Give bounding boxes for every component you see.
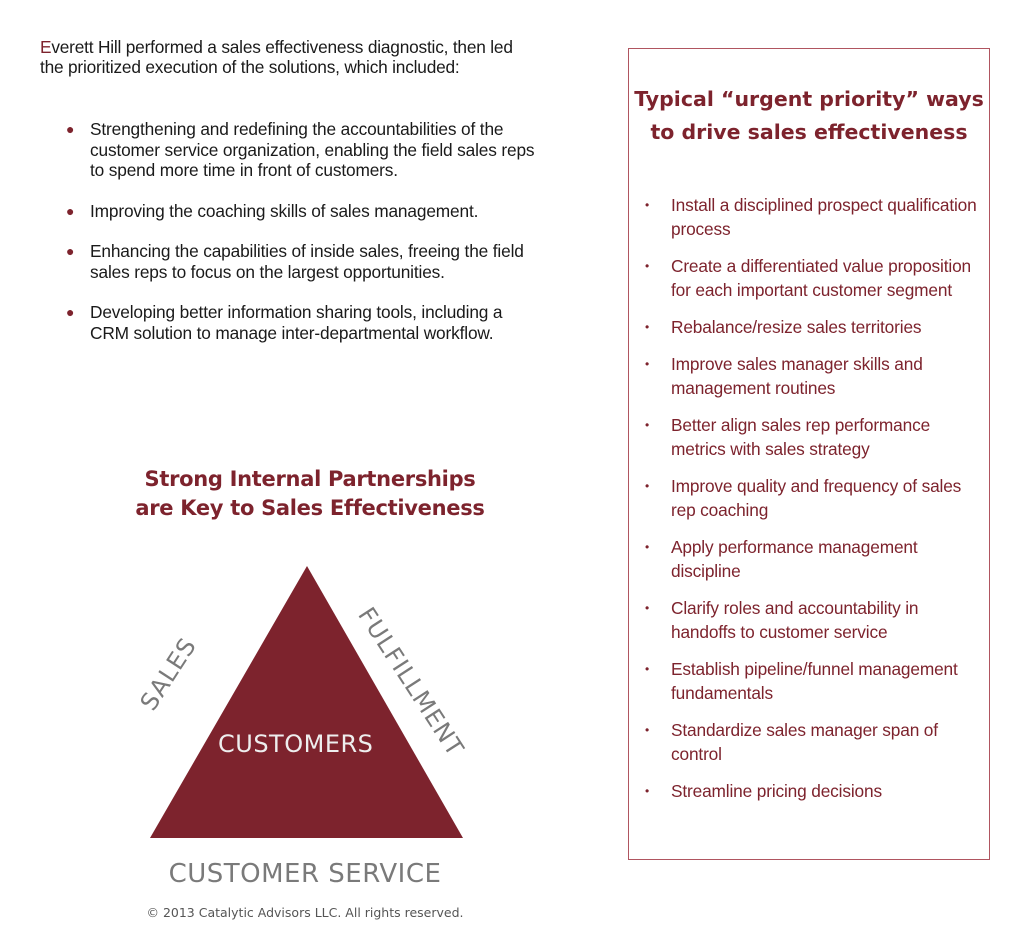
priority-text: Install a disciplined prospect qualifica… — [671, 195, 977, 239]
priority-item: • Improve quality and frequency of sales … — [645, 474, 985, 522]
priority-item: • Create a differentiated value propositi… — [645, 254, 985, 302]
priority-item: • Improve sales manager skills and manage… — [645, 352, 985, 400]
bullet-icon: • — [645, 540, 650, 554]
solution-item: ● Enhancing the capabilities of inside sa… — [66, 241, 536, 282]
priority-item: • Rebalance/resize sales territories — [645, 315, 985, 339]
bullet-icon: • — [645, 259, 650, 273]
solution-text: Improving the coaching skills of sales m… — [90, 200, 479, 221]
priority-text: Create a differentiated value propositio… — [671, 256, 971, 300]
priority-box: Typical “urgent priority” ways to drive … — [628, 48, 990, 860]
priority-list: • Install a disciplined prospect qualific… — [645, 193, 985, 803]
priority-box-title: Typical “urgent priority” ways to drive … — [634, 87, 984, 144]
customer-service-label: CUSTOMER SERVICE — [168, 859, 442, 889]
copyright-notice: © 2013 Catalytic Advisors LLC. All right… — [146, 905, 464, 920]
priority-item: • Clarify roles and accountability in han… — [645, 596, 985, 644]
bullet-icon: • — [645, 784, 650, 798]
bullet-icon: • — [645, 198, 650, 212]
solution-item: ● Improving the coaching skills of sales … — [66, 201, 536, 222]
priority-text: Standardize sales manager span of contro… — [671, 720, 938, 764]
solution-text: Strengthening and redefining the account… — [90, 119, 535, 180]
solution-item: ● Developing better information sharing t… — [66, 302, 536, 343]
bullet-icon: ● — [66, 243, 75, 259]
priority-item: • Streamline pricing decisions — [645, 779, 985, 803]
bullet-icon: ● — [66, 304, 75, 320]
priority-text: Rebalance/resize sales territories — [671, 317, 922, 337]
priority-text: Clarify roles and accountability in hand… — [671, 598, 919, 642]
bullet-icon: • — [645, 662, 650, 676]
bullet-icon: • — [645, 418, 650, 432]
priority-item: • Establish pipeline/funnel management fu… — [645, 657, 985, 705]
intro-paragraph: Everett Hill performed a sales effective… — [40, 37, 540, 77]
priority-text: Establish pipeline/funnel management fun… — [671, 659, 958, 703]
solutions-list: ● Strengthening and redefining the accoun… — [66, 119, 536, 343]
customers-label: CUSTOMERS — [218, 730, 374, 758]
bullet-icon: • — [645, 357, 650, 371]
priority-text: Streamline pricing decisions — [671, 781, 882, 801]
solution-item: ● Strengthening and redefining the accoun… — [66, 119, 536, 181]
solution-text: Enhancing the capabilities of inside sal… — [90, 241, 524, 282]
priority-text: Apply performance management discipline — [671, 537, 918, 581]
bullet-icon: • — [645, 723, 650, 737]
intro-drop-letter: E — [40, 37, 52, 57]
priority-text: Improve quality and frequency of sales r… — [671, 476, 962, 520]
bullet-icon: ● — [66, 121, 75, 137]
bullet-icon: • — [645, 479, 650, 493]
priority-item: • Standardize sales manager span of contr… — [645, 718, 985, 766]
priority-item: • Better align sales rep performance metr… — [645, 413, 985, 461]
priority-text: Better align sales rep performance metri… — [671, 415, 931, 459]
diagram-title: Strong Internal Partnerships are Key to … — [135, 467, 485, 520]
bullet-icon: • — [645, 320, 650, 334]
priority-item: • Apply performance management discipline — [645, 535, 985, 583]
bullet-icon: • — [645, 601, 650, 615]
priority-text: Improve sales manager skills and managem… — [671, 354, 923, 398]
solution-text: Developing better information sharing to… — [90, 302, 503, 343]
priority-item: • Install a disciplined prospect qualific… — [645, 193, 985, 241]
triangle-shape — [150, 566, 463, 838]
bullet-icon: ● — [66, 202, 75, 219]
intro-text: verett Hill performed a sales effectiven… — [40, 37, 513, 77]
